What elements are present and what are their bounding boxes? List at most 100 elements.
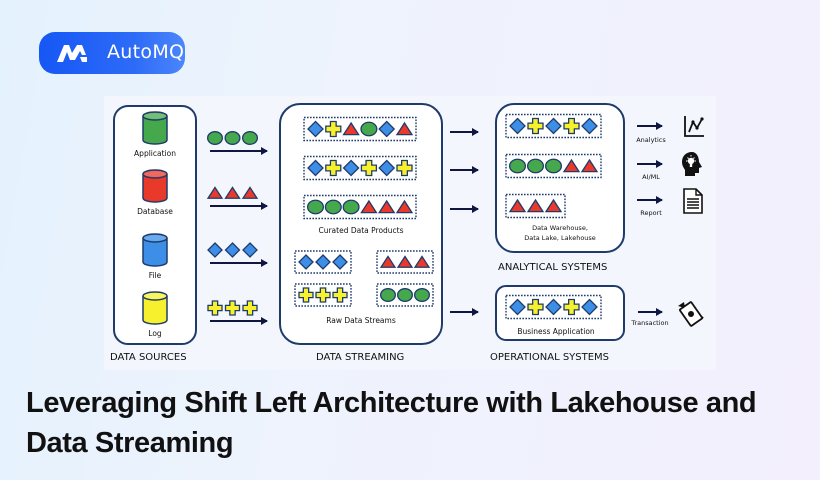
source-stream-database xyxy=(206,186,268,210)
section-title-data-sources: DATA SOURCES xyxy=(110,352,187,363)
diamond-token xyxy=(342,159,360,177)
diamond-token xyxy=(307,120,324,138)
triangle-token xyxy=(562,158,581,173)
triangle-token xyxy=(395,121,414,136)
circle-token xyxy=(544,158,563,174)
business-application-label: Business Application xyxy=(517,327,595,336)
circle-token xyxy=(526,158,545,174)
circle-token xyxy=(396,288,413,302)
curated-data-product-row xyxy=(303,116,417,142)
raw-stream-group xyxy=(294,283,352,307)
source-stream-file xyxy=(207,242,268,267)
cross-token xyxy=(325,159,342,177)
cross-token xyxy=(207,300,223,316)
triangle-token xyxy=(544,198,563,213)
circle-token xyxy=(379,288,396,302)
triangle-token xyxy=(580,158,599,173)
triangle-token xyxy=(526,198,545,213)
circle-token xyxy=(360,121,378,137)
triangle-token xyxy=(395,199,414,214)
raw-data-streams-label: Raw Data Streams xyxy=(326,316,396,325)
database-database-cylinder-icon xyxy=(142,169,168,203)
architecture-diagram: DATA SOURCES DATA STREAMING ANALYTICAL S… xyxy=(104,96,716,370)
section-title-analytical-systems: ANALYTICAL SYSTEMS xyxy=(498,262,607,273)
cross-token xyxy=(315,287,331,303)
source-label-database: Database xyxy=(137,207,173,216)
diamond-token xyxy=(378,159,396,177)
brand-name: AutoMQ xyxy=(107,41,185,63)
flying-money-icon xyxy=(678,301,704,327)
circle-token xyxy=(324,199,342,215)
triangle-token xyxy=(378,199,396,214)
curated-data-product-row xyxy=(303,155,417,181)
analytical-label-line-2: Data Lake, Lakehouse xyxy=(524,234,596,242)
triangle-token xyxy=(241,186,259,199)
source-label-log: Log xyxy=(148,329,162,338)
log-database-cylinder-icon xyxy=(142,291,168,325)
raw-stream-group xyxy=(294,250,352,274)
diamond-token xyxy=(307,159,324,177)
automq-m-logo-icon xyxy=(57,45,87,62)
diamond-token xyxy=(298,254,314,270)
diagram-canvas: DATA SOURCES DATA STREAMING ANALYTICAL S… xyxy=(110,103,704,363)
cross-token xyxy=(325,120,342,138)
cross-token xyxy=(360,159,378,177)
curated-data-product-row xyxy=(303,194,417,220)
raw-stream-group xyxy=(376,283,434,307)
circle-token xyxy=(413,288,430,302)
source-stream-log xyxy=(207,300,268,325)
analytical-label-line-1: Data Warehouse, xyxy=(532,224,588,232)
circle-token xyxy=(508,158,527,174)
cross-token xyxy=(396,159,413,177)
triangle-token xyxy=(360,199,378,214)
triangle-token xyxy=(413,255,431,268)
diamond-token xyxy=(315,254,331,270)
section-title-data-streaming: DATA STREAMING xyxy=(316,352,404,363)
triangle-token xyxy=(342,121,360,136)
brain-lightbulb-icon xyxy=(682,152,702,176)
cross-token xyxy=(563,117,580,135)
cross-token xyxy=(224,300,241,316)
line-chart-icon xyxy=(684,116,704,137)
diamond-token xyxy=(509,298,526,316)
diamond-token xyxy=(378,120,396,138)
analytical-row xyxy=(505,153,602,179)
section-title-operational-systems: OPERATIONAL SYSTEMS xyxy=(490,352,609,363)
automq-logo-badge[interactable]: AutoMQ xyxy=(39,32,185,74)
source-label-file: File xyxy=(149,271,162,280)
triangle-token xyxy=(224,186,241,199)
application-database-cylinder-icon xyxy=(142,111,168,145)
diamond-token xyxy=(509,117,526,135)
source-label-application: Application xyxy=(134,149,176,158)
cross-token xyxy=(242,300,258,316)
diamond-token xyxy=(332,254,348,270)
raw-stream-group xyxy=(376,250,434,274)
circle-token xyxy=(224,131,241,145)
diamond-token xyxy=(207,242,223,258)
document-icon xyxy=(683,188,703,214)
file-database-cylinder-icon xyxy=(142,233,168,267)
circle-token xyxy=(342,199,360,215)
diamond-token xyxy=(242,242,258,258)
circle-token xyxy=(241,131,258,145)
cross-token xyxy=(332,287,348,303)
cross-token xyxy=(527,298,544,316)
cross-token xyxy=(563,298,580,316)
circle-token xyxy=(207,131,224,145)
triangle-token xyxy=(206,186,224,199)
cross-token xyxy=(298,287,314,303)
page-title: Leveraging Shift Left Architecture with … xyxy=(26,387,757,459)
triangle-token xyxy=(396,255,414,268)
triangle-token xyxy=(508,198,527,213)
diamond-token xyxy=(581,117,598,135)
diamond-token xyxy=(581,298,598,316)
cross-token xyxy=(527,117,544,135)
output-label-ai-ml: AI/ML xyxy=(642,173,660,181)
diamond-token xyxy=(545,117,562,135)
data-sources-container xyxy=(113,105,197,345)
operational-systems-container xyxy=(495,285,625,341)
diamond-token xyxy=(545,298,562,316)
output-label-transaction: Transaction xyxy=(630,319,668,327)
output-label-analytics: Analytics xyxy=(636,136,666,144)
diamond-token xyxy=(224,242,241,258)
